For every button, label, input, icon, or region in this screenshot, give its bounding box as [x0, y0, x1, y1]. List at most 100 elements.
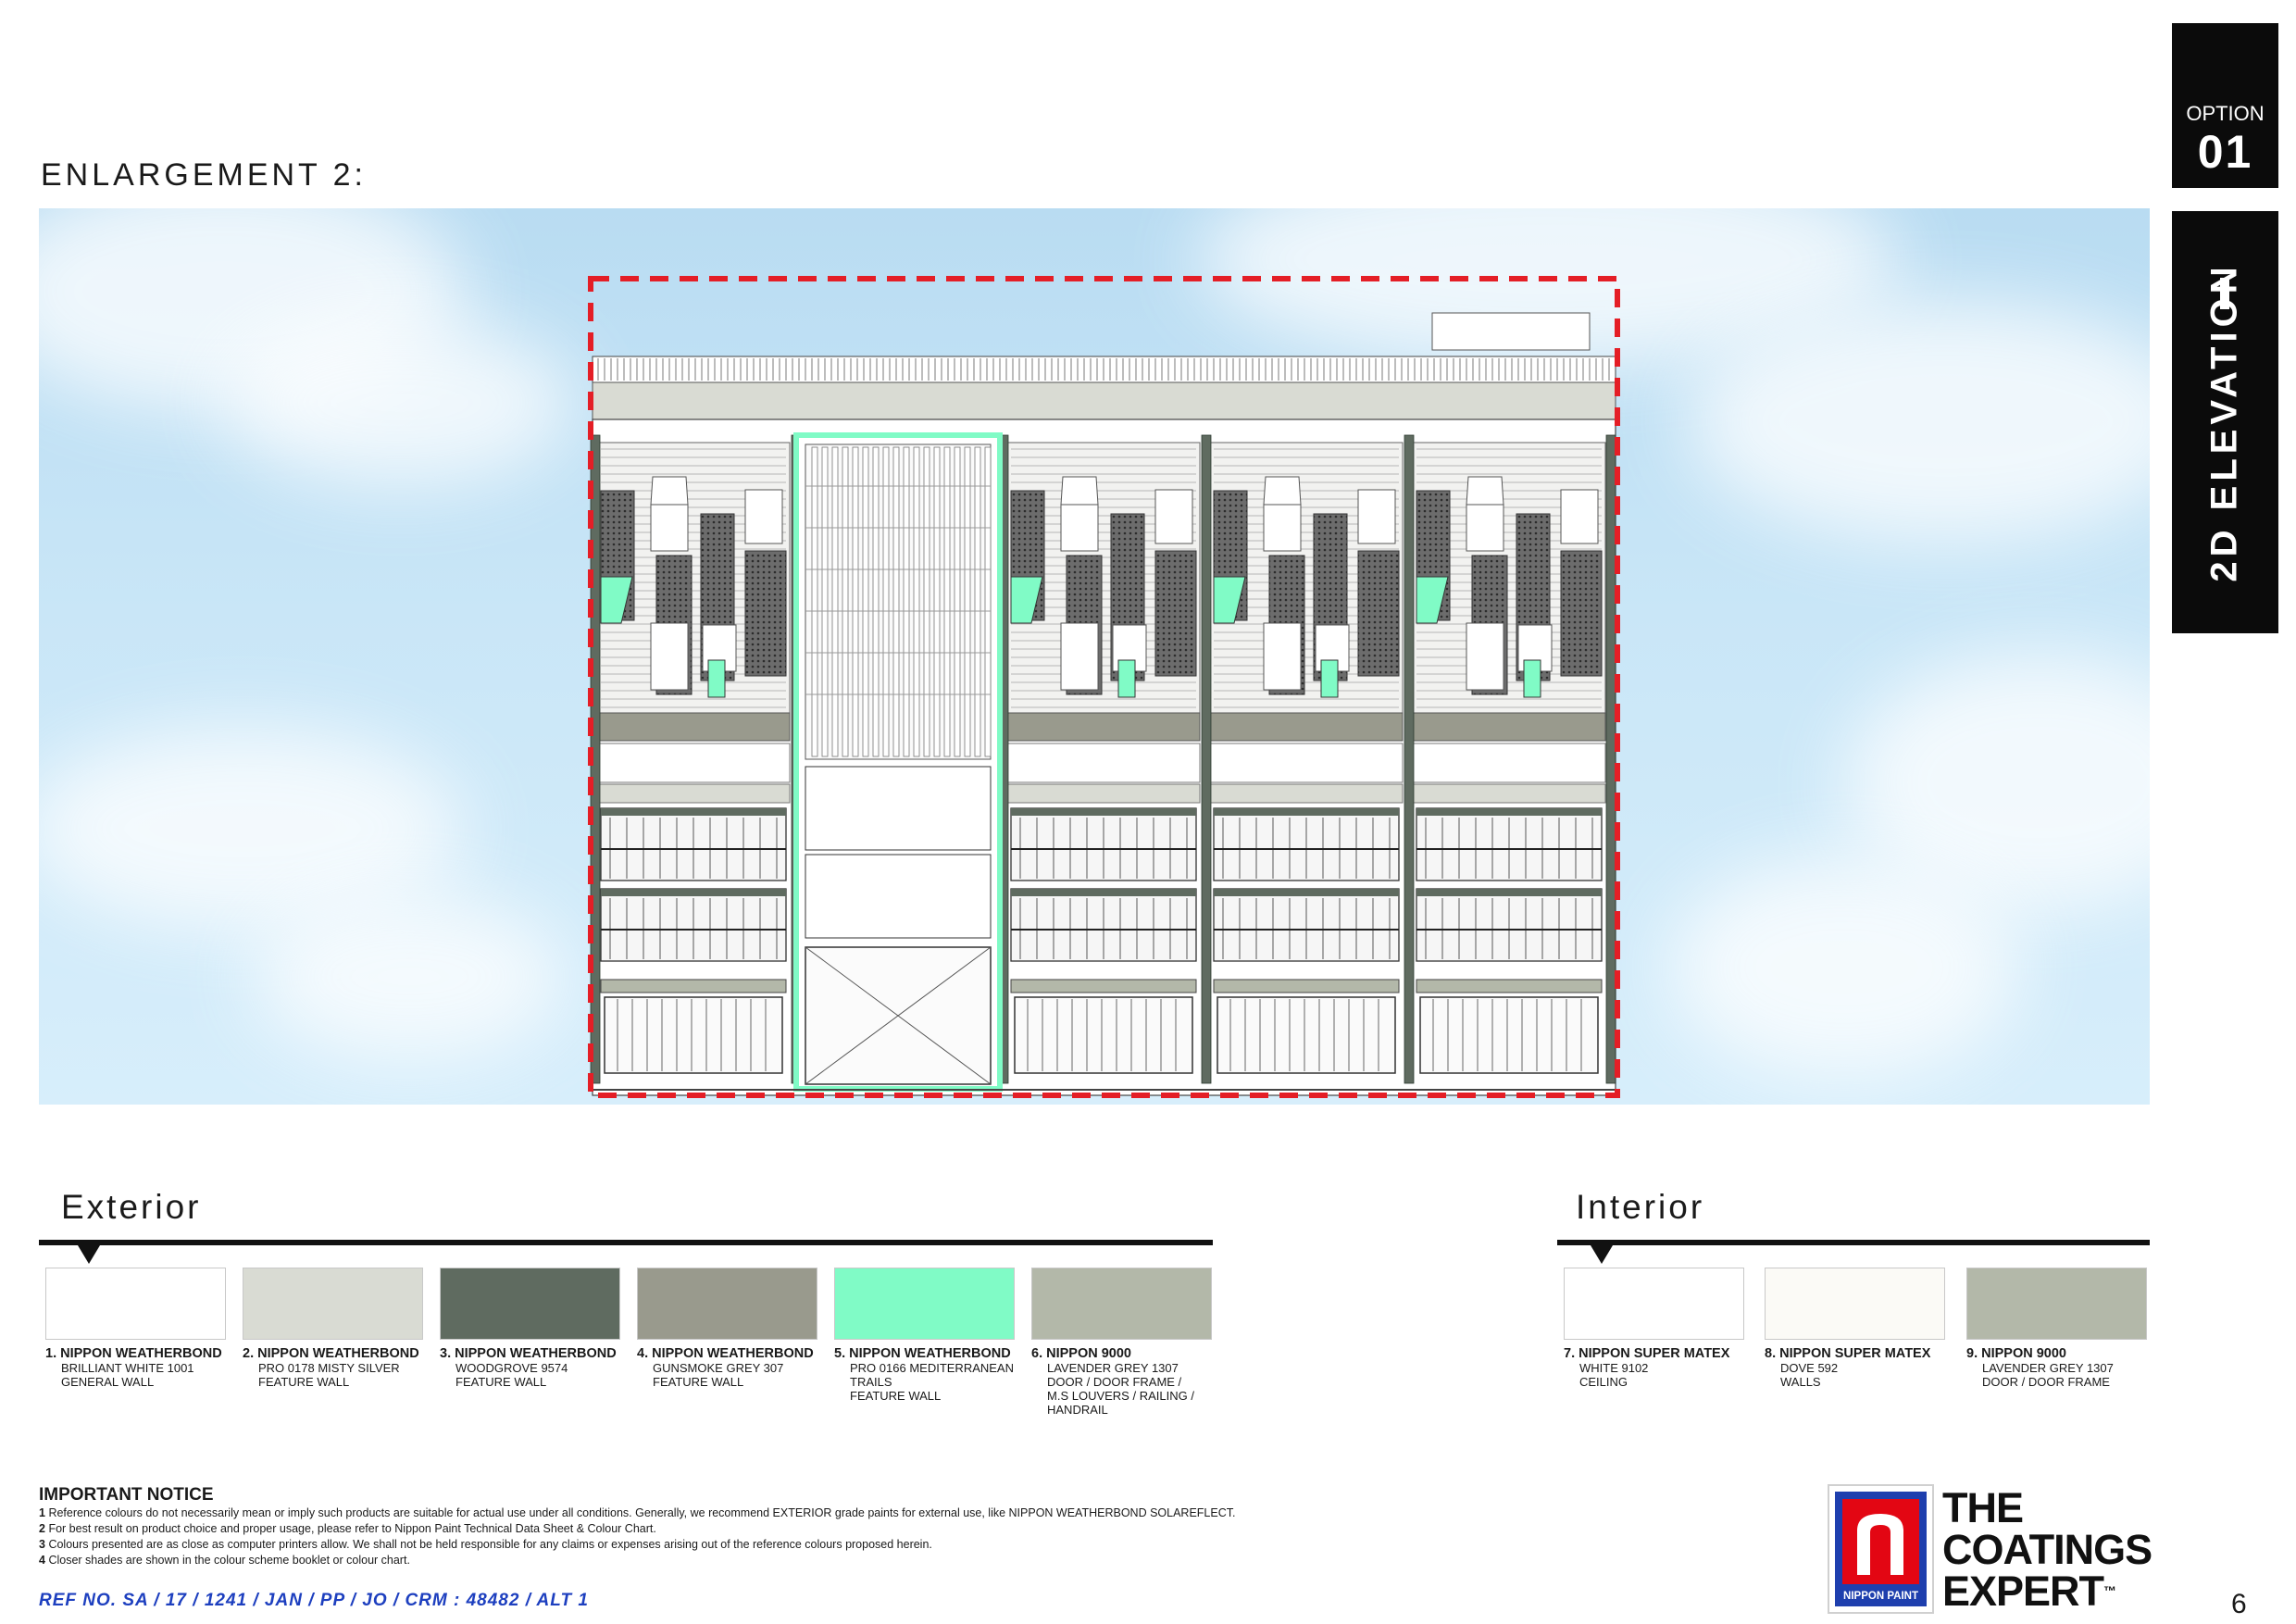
- important-notice: IMPORTANT NOTICE 1 Reference colours do …: [39, 1485, 1613, 1568]
- exterior-swatch-3: [440, 1268, 620, 1340]
- mint-feature-panel: [707, 659, 726, 698]
- white-box: [1466, 622, 1504, 691]
- white-box: [1060, 622, 1099, 691]
- option-number: 01: [2197, 126, 2253, 178]
- mint-feature-panel: [600, 576, 633, 624]
- vertical-fin: [933, 446, 941, 757]
- mint-feature-panel: [1416, 576, 1449, 624]
- white-box: [1154, 489, 1193, 544]
- vertical-fin: [964, 446, 971, 757]
- vertical-fin: [852, 446, 859, 757]
- exterior-divider: [39, 1240, 1213, 1245]
- interior-divider: [1557, 1240, 2150, 1245]
- shopfront-glazing: [1014, 996, 1193, 1074]
- mint-feature-panel: [1213, 576, 1246, 624]
- tagline-line-1: THE: [1942, 1484, 2024, 1531]
- vertical-fin: [821, 446, 829, 757]
- notice-item: 1 Reference colours do not necessarily m…: [39, 1506, 1236, 1519]
- white-box: [1466, 504, 1504, 552]
- interior-swatch-2: [1765, 1268, 1945, 1340]
- trademark-mark: ™: [2103, 1583, 2116, 1598]
- white-box: [1263, 622, 1302, 691]
- silver-beam: [1006, 783, 1201, 804]
- core-window: [805, 854, 992, 939]
- shopfront-glazing: [1217, 996, 1396, 1074]
- page-number: 6: [2231, 1589, 2247, 1619]
- white-hood: [1263, 476, 1302, 506]
- notice-title: IMPORTANT NOTICE: [39, 1485, 214, 1505]
- rooftop-structure: [1431, 312, 1591, 351]
- window-head: [1214, 889, 1399, 896]
- white-beam: [1006, 743, 1201, 783]
- mint-feature-panel: [1523, 659, 1541, 698]
- white-box: [1357, 489, 1396, 544]
- building-elevation-drawing: [588, 276, 1620, 1098]
- white-box: [1263, 504, 1302, 552]
- vertical-fin: [811, 446, 818, 757]
- gunsmoke-band: [1209, 712, 1404, 742]
- facade-bay: [596, 442, 791, 1074]
- gunsmoke-band: [1412, 712, 1606, 742]
- vertical-fin: [903, 446, 910, 757]
- enlargement-frame: [588, 276, 1620, 1098]
- perforated-screen: [1154, 550, 1197, 677]
- window-head: [1011, 889, 1196, 896]
- reference-number: REF NO. SA / 17 / 1241 / JAN / PP / JO /…: [39, 1591, 589, 1610]
- interior-swatch-1: [1564, 1268, 1744, 1340]
- window-head: [601, 889, 786, 896]
- tagline-line-2: COATINGS: [1942, 1526, 2152, 1573]
- silver-beam: [596, 783, 791, 804]
- perforated-screen: [1560, 550, 1603, 677]
- green-pilaster: [1404, 434, 1415, 1084]
- white-box: [650, 622, 689, 691]
- white-hood: [650, 476, 689, 506]
- silver-beam: [1209, 783, 1404, 804]
- white-hood: [1060, 476, 1099, 506]
- interior-swatch-3: [1966, 1268, 2147, 1340]
- logo-caption: NIPPON PAINT: [1843, 1591, 1918, 1602]
- shopfront-glazing: [1419, 996, 1599, 1074]
- notice-item: 4 Closer shades are shown in the colour …: [39, 1554, 410, 1567]
- nippon-logo-icon: NIPPON PAINT: [1835, 1492, 1927, 1606]
- enlargement-title: ENLARGEMENT 2:: [41, 157, 368, 193]
- window-head: [1214, 808, 1399, 816]
- white-beam: [1412, 743, 1606, 783]
- shop-signage-band: [600, 979, 787, 993]
- roof-fascia: [592, 381, 1616, 420]
- core-window: [805, 766, 992, 851]
- window-head: [1416, 808, 1602, 816]
- mint-feature-panel: [1117, 659, 1136, 698]
- white-box: [1060, 504, 1099, 552]
- vertical-fin: [913, 446, 920, 757]
- option-label: OPTION: [2186, 102, 2265, 125]
- vertical-fin: [923, 446, 930, 757]
- exterior-swatch-4: [637, 1268, 817, 1340]
- vertical-fin: [943, 446, 951, 757]
- facade-bay: [1412, 442, 1606, 1074]
- gunsmoke-band: [596, 712, 791, 742]
- shop-signage-band: [1416, 979, 1603, 993]
- green-pilaster: [1201, 434, 1212, 1084]
- vertical-fin: [842, 446, 849, 757]
- option-tab: OPTION 01: [2172, 23, 2278, 188]
- shop-signage-band: [1213, 979, 1400, 993]
- notice-item: 2 For best result on product choice and …: [39, 1522, 656, 1535]
- vertical-fin: [882, 446, 890, 757]
- shopfront-glazing: [604, 996, 783, 1074]
- vertical-fin: [892, 446, 900, 757]
- mint-feature-panel: [1320, 659, 1339, 698]
- vertical-fin: [984, 446, 992, 757]
- notice-item: 3 Colours presented are as close as comp…: [39, 1538, 932, 1551]
- window-head: [1011, 808, 1196, 816]
- white-beam: [596, 743, 791, 783]
- exterior-pointer-icon: [78, 1245, 100, 1264]
- vertical-fin: [831, 446, 839, 757]
